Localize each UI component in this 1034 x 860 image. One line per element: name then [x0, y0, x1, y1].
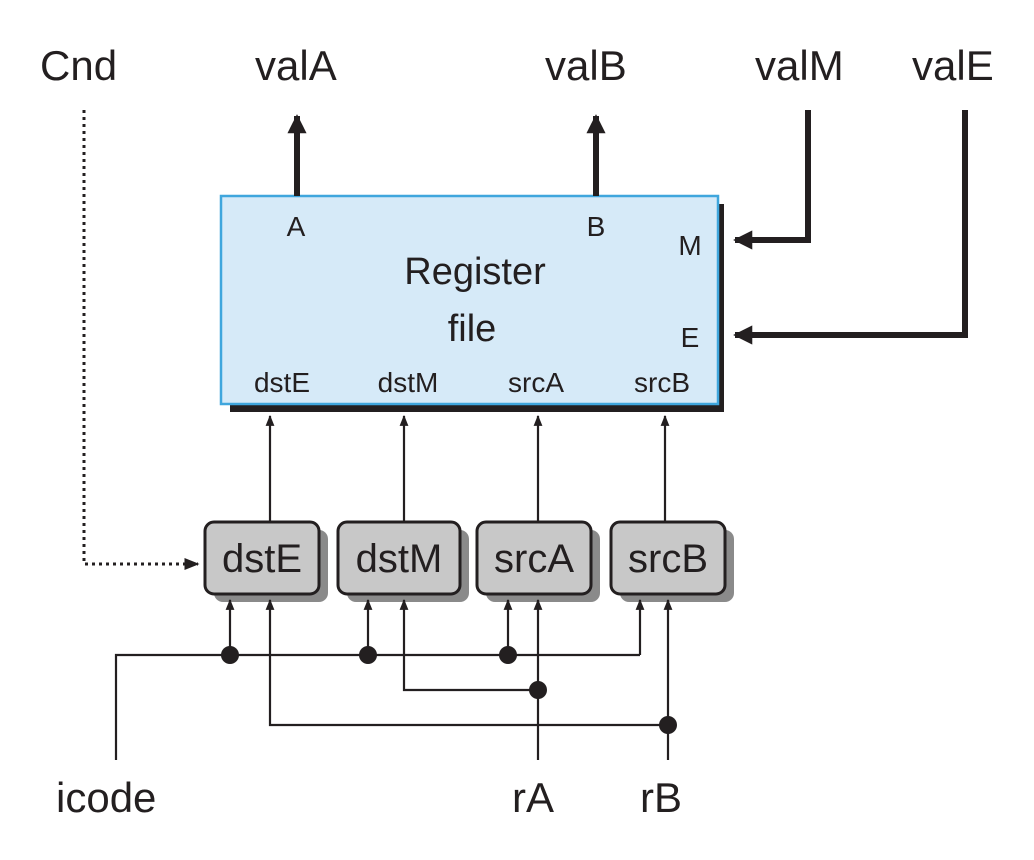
- dste-block: dstE: [203, 520, 328, 602]
- dstm-block-label: dstM: [356, 537, 443, 581]
- vale-label: valE: [912, 42, 994, 89]
- dste-block-face: [203, 520, 321, 596]
- port-e-label: E: [681, 322, 700, 353]
- rb-junction: [659, 716, 677, 734]
- ra-label: rA: [512, 774, 554, 821]
- vala-label: valA: [255, 42, 337, 89]
- dste-block-label: dstE: [222, 537, 302, 581]
- srca-block-face: [475, 520, 593, 596]
- srcb-block-label: srcB: [628, 537, 708, 581]
- cnd-to-dste-arrow: [82, 110, 200, 570]
- port-srca-label: srcA: [508, 367, 564, 398]
- ra-junction: [529, 681, 547, 699]
- dstm-block: dstM: [336, 520, 469, 602]
- register-file-subtitle: file: [448, 308, 497, 350]
- valb-label: valB: [545, 42, 627, 89]
- port-dste-label: dstE: [254, 367, 310, 398]
- dstm-block-face: [336, 520, 462, 596]
- srca-block: srcA: [475, 520, 600, 602]
- register-file: Register file A B M E dstE dstM srcA src…: [219, 194, 724, 412]
- valm-label: valM: [755, 42, 844, 89]
- icode-junction-srca: [499, 646, 517, 664]
- icode-label: icode: [56, 774, 156, 821]
- port-a-label: A: [287, 211, 306, 242]
- cnd-label: Cnd: [40, 42, 117, 89]
- ra-to-dstm-arrow: [399, 598, 538, 692]
- icode-junction-dstm: [359, 646, 377, 664]
- port-m-label: M: [678, 230, 701, 261]
- rb-label: rB: [640, 774, 682, 821]
- port-b-label: B: [587, 211, 606, 242]
- icode-junction-dste: [221, 646, 239, 664]
- vale-input-arrow: [733, 110, 968, 345]
- srcb-block: srcB: [609, 520, 734, 602]
- valm-input-arrow: [733, 110, 811, 250]
- icode-bus: [114, 653, 640, 760]
- rb-to-dste-arrow: [265, 598, 668, 727]
- port-dstm-label: dstM: [378, 367, 439, 398]
- srca-block-label: srcA: [494, 537, 574, 581]
- register-file-title: Register: [404, 251, 546, 293]
- register-file-box: [219, 194, 720, 406]
- srcb-block-face: [609, 520, 727, 596]
- port-srcb-label: srcB: [634, 367, 690, 398]
